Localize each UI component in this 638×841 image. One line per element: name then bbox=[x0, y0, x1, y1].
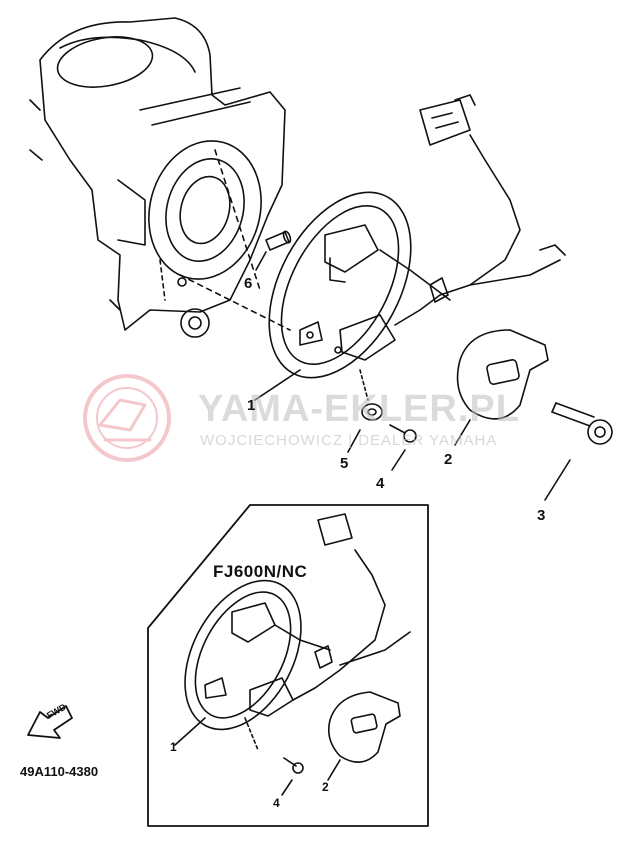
part-4-screw bbox=[389, 424, 417, 471]
callout-4: 4 bbox=[376, 475, 385, 492]
inset-callout-1: 1 bbox=[170, 740, 177, 754]
inset-callout-4: 4 bbox=[273, 796, 280, 810]
callout-6: 6 bbox=[244, 275, 253, 292]
inset-part-4-screw bbox=[281, 757, 304, 796]
inset-callout-2: 2 bbox=[322, 780, 329, 794]
callout-2: 2 bbox=[444, 451, 453, 468]
watermark-brand: YAMA-EKLER.PL bbox=[198, 388, 520, 430]
callout-1: 1 bbox=[247, 397, 256, 414]
part-6-dowel-pin bbox=[255, 230, 292, 271]
fwd-arrow-icon bbox=[27, 705, 73, 739]
watermark-logo bbox=[83, 374, 171, 462]
part-1-pickup-coil-assembly bbox=[254, 94, 566, 401]
callout-3: 3 bbox=[537, 507, 546, 524]
engine-crankcase-outline bbox=[29, 17, 291, 338]
variant-label: FJ600N/NC bbox=[213, 562, 308, 581]
watermark-subtitle: WOJCIECHOWICZ | DEALER YAMAHA bbox=[200, 432, 498, 449]
part-5-washer bbox=[347, 369, 383, 453]
diagram-code: 49A110-4380 bbox=[20, 764, 99, 779]
variant-inset-frame bbox=[147, 504, 429, 827]
inset-part-2-timing-plate bbox=[327, 691, 401, 781]
callout-5: 5 bbox=[340, 455, 349, 472]
part-3-bolt bbox=[544, 402, 613, 501]
inset-part-1-pickup-coil-assembly bbox=[174, 513, 411, 751]
part-2-timing-plate bbox=[454, 329, 549, 446]
